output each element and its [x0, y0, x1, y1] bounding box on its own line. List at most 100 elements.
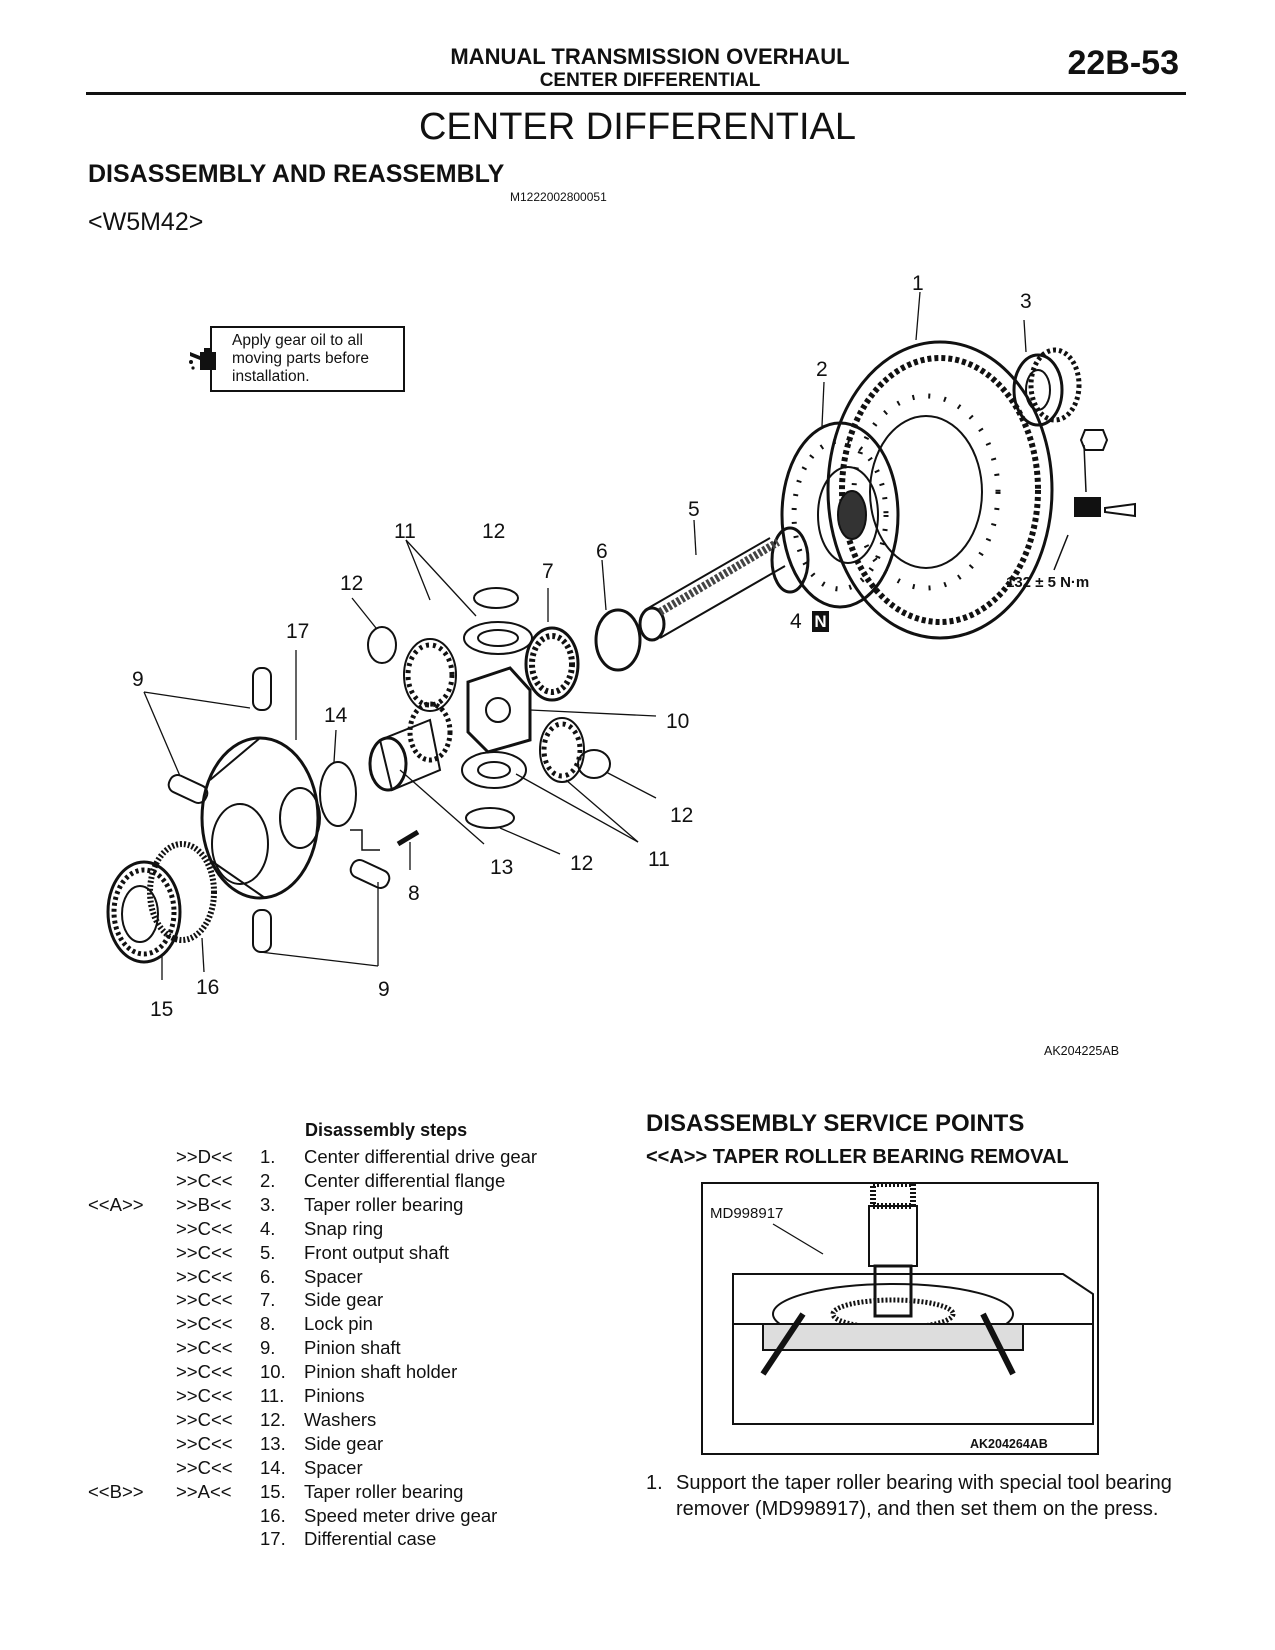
step-number: 10. — [260, 1361, 286, 1383]
callout-3: 3 — [1020, 290, 1032, 313]
drive-gear-drawing — [826, 340, 1054, 640]
step-ref-b: >>C<< — [176, 1241, 233, 1263]
callout-12d: 12 — [570, 852, 594, 875]
step-label: Side gear — [304, 1432, 384, 1454]
step-number: 12. — [260, 1408, 286, 1430]
step-label: Taper roller bearing — [304, 1480, 464, 1502]
step-number: 13. — [260, 1432, 286, 1454]
step-number: 3. — [260, 1193, 276, 1215]
step-row: >>D<< 1. Center differential drive gear — [88, 1146, 608, 1170]
step-label: Lock pin — [304, 1313, 373, 1335]
callout-1: 1 — [912, 272, 924, 295]
step-number: 15. — [260, 1480, 286, 1502]
step-number: 16. — [260, 1504, 286, 1526]
exploded-diagram — [106, 291, 1136, 980]
callout-11b: 11 — [648, 848, 670, 871]
step-row: >>C<<13.Side gear — [88, 1433, 608, 1457]
step-row: 16. Speed meter drive gear — [88, 1505, 608, 1529]
step-ref-b: >>C<< — [176, 1408, 233, 1430]
photo-code: AK204264AB — [970, 1437, 1048, 1451]
tool-label: MD998917 — [710, 1205, 784, 1222]
step-row: <<A>>>>B<<3.Taper roller bearing — [88, 1194, 608, 1218]
step-label: Speed meter drive gear — [304, 1504, 498, 1526]
step-label: Differential case — [304, 1528, 437, 1550]
differential-case-drawing — [200, 736, 321, 900]
instruction-number: 1. — [646, 1472, 663, 1494]
step-ref-b: >>C<< — [176, 1385, 233, 1406]
step-number: 9. — [260, 1337, 276, 1359]
note-line: installation. — [232, 368, 310, 385]
step-ref-b: >>C<< — [176, 1337, 233, 1359]
step-number: 2. — [260, 1169, 276, 1191]
step-number: 1. — [260, 1146, 276, 1167]
step-row: 17. Differential case — [88, 1528, 608, 1552]
instruction-text: Support the taper roller bearing with sp… — [676, 1472, 1172, 1520]
step-number: 14. — [260, 1456, 286, 1478]
step-label: Pinion shaft holder — [304, 1361, 458, 1383]
step-ref-b: >>C<< — [176, 1217, 233, 1239]
step-ref-b: >>C<< — [176, 1289, 233, 1311]
step-row: >>C<<5.Front output shaft — [88, 1242, 608, 1266]
callout-6: 6 — [596, 540, 608, 563]
page-number: 22B-53 — [1067, 44, 1179, 82]
step-label: Center differential flange — [304, 1169, 506, 1191]
step-row: >>C<< 9. Pinion shaft — [88, 1337, 608, 1361]
section-title: DISASSEMBLY AND REASSEMBLY — [88, 160, 505, 188]
step-label: Snap ring — [304, 1217, 384, 1239]
step-ref-b: >>C<< — [176, 1313, 233, 1335]
step-number: 4. — [260, 1217, 276, 1239]
step-label: Spacer — [304, 1265, 363, 1287]
step-number: 17. — [260, 1528, 286, 1550]
step-label: Washers — [304, 1408, 377, 1430]
step-ref-b: >>C<< — [176, 1169, 233, 1191]
step-row: >>C<<7.Side gear — [88, 1289, 608, 1313]
callout-16: 16 — [196, 976, 220, 999]
callout-15: 15 — [150, 998, 174, 1021]
step-row: >>C<< 10. Pinion shaft holder — [88, 1361, 608, 1385]
callout-12c: 12 — [670, 804, 694, 827]
step-label: Side gear — [304, 1289, 384, 1311]
note-line: moving parts before — [232, 350, 369, 367]
step-row: >>C<<11.Pinions — [88, 1385, 608, 1409]
step-label: Pinions — [304, 1385, 365, 1406]
callout-4: 4 — [790, 610, 802, 633]
step-row: >>C<< 12. Washers — [88, 1409, 608, 1433]
figure-code: AK204225AB — [1044, 1044, 1120, 1058]
service-title: DISASSEMBLY SERVICE POINTS — [646, 1110, 1025, 1137]
callout-2: 2 — [816, 358, 828, 381]
step-number: 8. — [260, 1313, 276, 1335]
step-ref-b: >>C<< — [176, 1456, 233, 1478]
header-rule — [86, 92, 1186, 95]
step-row: >>C<< 8. Lock pin — [88, 1313, 608, 1337]
step-label: Center differential drive gear — [304, 1146, 538, 1167]
model-code: <W5M42> — [88, 208, 204, 236]
step-ref-b: >>D<< — [176, 1146, 233, 1167]
step-ref-b: >>C<< — [176, 1361, 233, 1383]
callout-11a: 11 — [394, 520, 416, 543]
step-label: Pinion shaft — [304, 1337, 401, 1359]
step-ref-b: >>C<< — [176, 1265, 233, 1287]
bearing-removal-drawing — [732, 1181, 1094, 1425]
bearing-removal-figure — [701, 1181, 1099, 1455]
step-label: Taper roller bearing — [304, 1193, 464, 1215]
note-line: Apply gear oil to all — [232, 332, 363, 349]
step-ref-b: >>B<< — [176, 1193, 232, 1215]
callout-9a: 9 — [132, 668, 144, 691]
callout-13: 13 — [490, 856, 514, 879]
note-box: Apply gear oil to all moving parts befor… — [210, 326, 405, 392]
step-row: >>C<< 4. Snap ring — [88, 1218, 608, 1242]
output-shaft-drawing — [638, 537, 786, 642]
callout-12a: 12 — [482, 520, 506, 543]
step-label: Front output shaft — [304, 1241, 450, 1263]
step-number: 6. — [260, 1265, 276, 1287]
header-title: MANUAL TRANSMISSION OVERHAUL — [450, 44, 850, 69]
callout-17: 17 — [286, 620, 310, 643]
page-title: CENTER DIFFERENTIAL — [418, 106, 857, 148]
flange-drawing — [780, 421, 900, 609]
steps-heading: Disassembly steps — [305, 1120, 468, 1140]
step-row: <<B>>>>A<<15.Taper roller bearing — [88, 1481, 608, 1505]
callout-5: 5 — [688, 498, 700, 521]
bearing-drawing — [1012, 347, 1082, 427]
new-part-mark: N — [812, 611, 829, 632]
service-subtitle: <<A>> TAPER ROLLER BEARING REMOVAL — [646, 1146, 1069, 1168]
